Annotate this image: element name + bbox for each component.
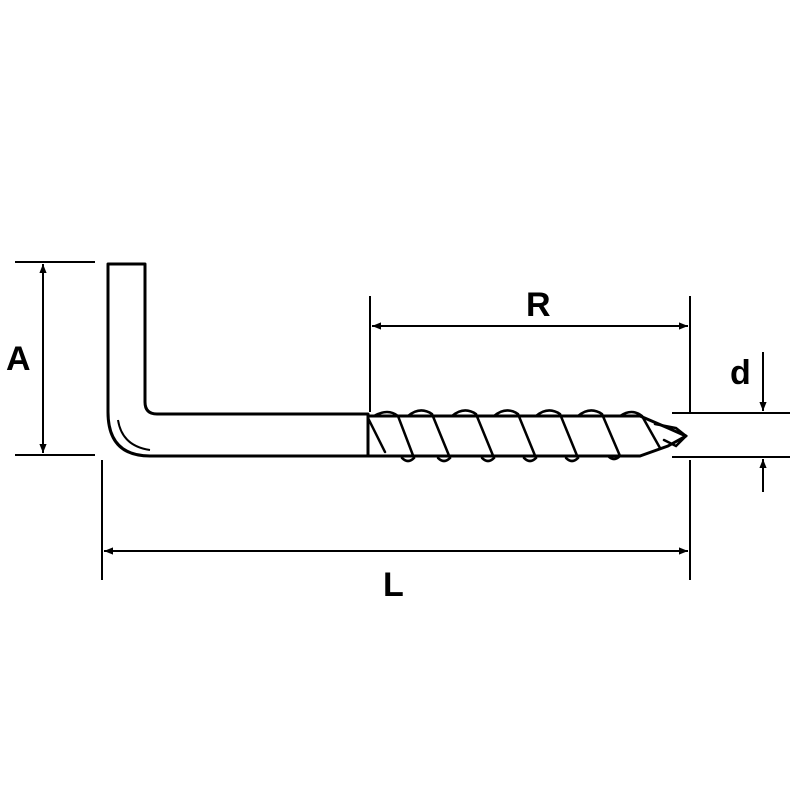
dimension-R: R bbox=[369, 286, 691, 412]
screw-thread bbox=[366, 409, 688, 463]
dimension-L: L bbox=[101, 460, 691, 604]
thread-start-line bbox=[366, 416, 387, 454]
thread-crest-5 bbox=[534, 409, 580, 463]
hook-outline bbox=[106, 262, 370, 458]
dim-L-label: L bbox=[383, 566, 404, 604]
dimension-d: d bbox=[672, 352, 790, 492]
hook-body bbox=[106, 262, 370, 458]
thread-crest-7 bbox=[618, 410, 662, 450]
dim-A-label: A bbox=[6, 340, 31, 378]
thread-crest-4 bbox=[492, 409, 538, 463]
bend-shade-line bbox=[117, 419, 151, 451]
dim-d-label: d bbox=[730, 354, 751, 392]
dim-R-label: R bbox=[526, 286, 551, 324]
thread-crest-6 bbox=[576, 409, 622, 461]
thread-crest-3 bbox=[450, 409, 496, 463]
thread-crest-2 bbox=[406, 409, 452, 463]
thread-crest-1 bbox=[372, 410, 416, 463]
dimension-A: A bbox=[6, 261, 95, 456]
thread-tip bbox=[653, 422, 688, 448]
